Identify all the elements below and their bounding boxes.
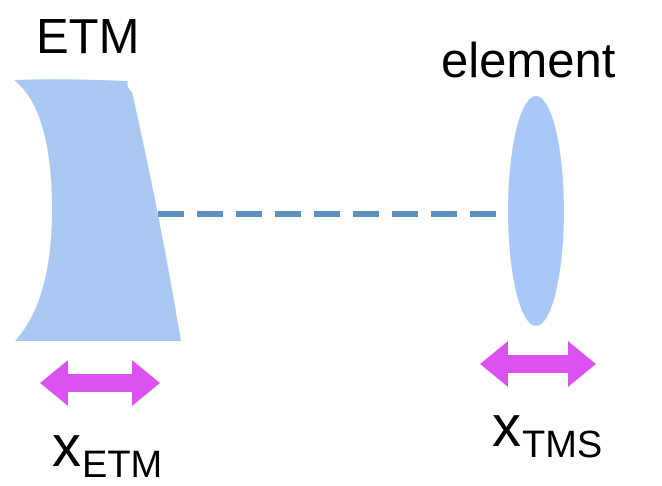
element-label: element (441, 34, 616, 88)
x-etm-label: xETM (52, 418, 162, 485)
x-tms-subscript: TMS (522, 424, 603, 466)
etm-double-headed-arrow-icon (40, 360, 160, 406)
x-etm-subscript: ETM (82, 444, 163, 486)
x-etm-main: x (52, 414, 81, 479)
x-tms-main: x (492, 394, 521, 459)
etm-mirror (14, 79, 181, 341)
element-lens (508, 96, 564, 326)
x-tms-label: xTMS (492, 398, 602, 465)
tms-double-headed-arrow-icon (480, 341, 596, 387)
etm-label: ETM (36, 10, 140, 64)
